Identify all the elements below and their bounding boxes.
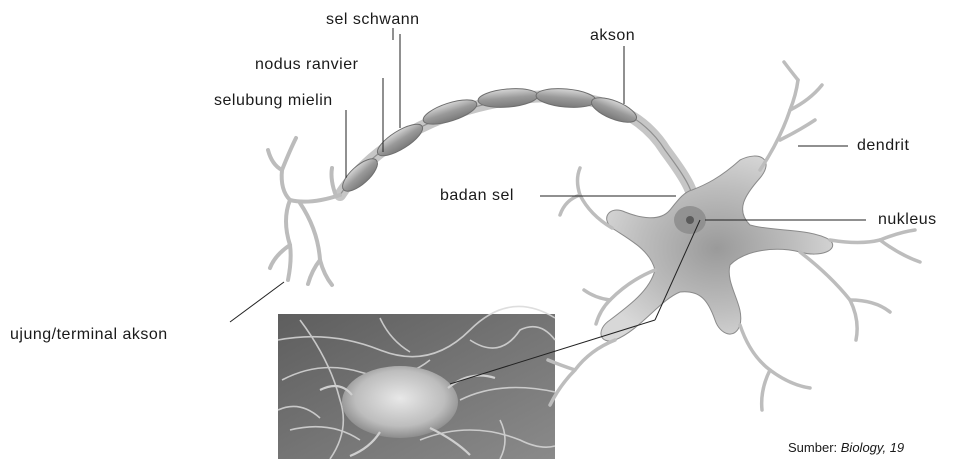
source-year: 19 — [890, 440, 904, 455]
label-akson: akson — [590, 27, 635, 45]
label-nukleus: nukleus — [878, 211, 937, 229]
soma — [601, 156, 833, 341]
axon-terminals — [268, 138, 340, 285]
label-dendrit: dendrit — [857, 137, 909, 155]
label-nodus-ranvier: nodus ranvier — [255, 56, 358, 74]
label-ujung-terminal-akson: ujung/terminal akson — [10, 326, 168, 344]
label-badan-sel: badan sel — [440, 187, 514, 205]
source-prefix: Sumber: — [788, 440, 837, 455]
source-credit: Sumber: Biology, 19 — [788, 440, 904, 455]
source-title: Biology, — [841, 440, 886, 455]
label-sel-schwann: sel schwann — [326, 11, 420, 29]
micrograph-inset — [278, 306, 555, 459]
label-selubung-mielin: selubung mielin — [214, 92, 333, 110]
